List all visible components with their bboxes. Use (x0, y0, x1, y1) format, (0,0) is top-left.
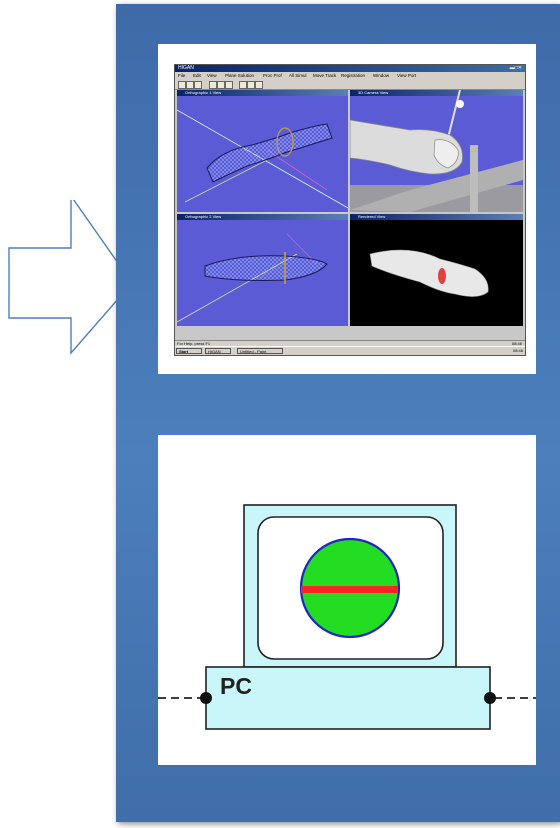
zoom-icon[interactable] (239, 81, 247, 89)
app-window: HIGAN ▬□✕ File Edit View Plane Solution … (174, 64, 526, 356)
menu-file[interactable]: File (178, 73, 186, 78)
menu-proc-prof[interactable]: Proc Prof (263, 73, 282, 78)
copy-icon[interactable] (217, 81, 225, 89)
viewport-3d-camera[interactable]: 3D Camera View (350, 90, 523, 212)
rendered-bone-image (369, 249, 489, 297)
paste-icon[interactable] (225, 81, 233, 89)
menu-view-port[interactable]: View Port (397, 73, 417, 78)
help-icon[interactable] (255, 81, 263, 89)
status-text: For Help, press F1 (177, 341, 211, 346)
viewport-title: Orthographic 1 View (177, 90, 348, 96)
viewport-title: Rendered View (350, 214, 523, 220)
taskbar-button[interactable]: Untitled - Paint (237, 348, 283, 354)
window-title: HIGAN (178, 65, 194, 71)
rotate-icon[interactable] (247, 81, 255, 89)
taskbar-clock: 08:46 (512, 348, 523, 353)
shaded-bone-image (350, 90, 523, 212)
left-port-dot (200, 692, 212, 704)
viewport-orthographic-2[interactable]: Orthographic 2 View (177, 214, 348, 326)
toolbar (175, 79, 525, 90)
taskbar-button[interactable]: HIGAN (205, 348, 231, 354)
pc-label: PC (220, 673, 252, 699)
viewport-title: 3D Camera View (350, 90, 523, 96)
screenshot-card: HIGAN ▬□✕ File Edit View Plane Solution … (158, 44, 536, 374)
pc-diagram (158, 504, 536, 730)
status-time: 08:46 (511, 341, 522, 346)
window-titlebar: HIGAN ▬□✕ (175, 65, 525, 72)
menu-view[interactable]: View (207, 73, 217, 78)
menu-move-track[interactable]: Move Track (313, 73, 337, 78)
menu-edit[interactable]: Edit (193, 73, 201, 78)
new-icon[interactable] (178, 81, 186, 89)
disc-bar (301, 586, 398, 593)
save-icon[interactable] (194, 81, 202, 89)
taskbar: Start HIGAN Untitled - Paint 08:46 (175, 346, 525, 355)
status-bar: For Help, press F1 08:46 (175, 340, 525, 347)
right-arrow-icon (8, 200, 133, 355)
menu-all-simul[interactable]: All Simul (289, 73, 307, 78)
menu-window[interactable]: Window (373, 73, 390, 78)
open-icon[interactable] (186, 81, 194, 89)
viewport-title: Orthographic 2 View (177, 214, 348, 220)
viewport-rendered[interactable]: Rendered View (350, 214, 523, 326)
wireframe-bone-side-image (177, 233, 328, 323)
wireframe-bone-image (177, 109, 348, 209)
viewport-orthographic-1[interactable]: Orthographic 1 View (177, 90, 348, 212)
menu-plane-solution[interactable]: Plane Solution (225, 73, 255, 78)
menu-bar: File Edit View Plane Solution Proc Prof … (175, 72, 525, 79)
menu-registration[interactable]: Registration (341, 73, 366, 78)
cut-icon[interactable] (209, 81, 217, 89)
right-port-dot (484, 692, 496, 704)
pc-diagram-card: PC (158, 435, 536, 765)
window-controls[interactable]: ▬□✕ (509, 65, 522, 71)
start-button[interactable]: Start (176, 348, 202, 354)
